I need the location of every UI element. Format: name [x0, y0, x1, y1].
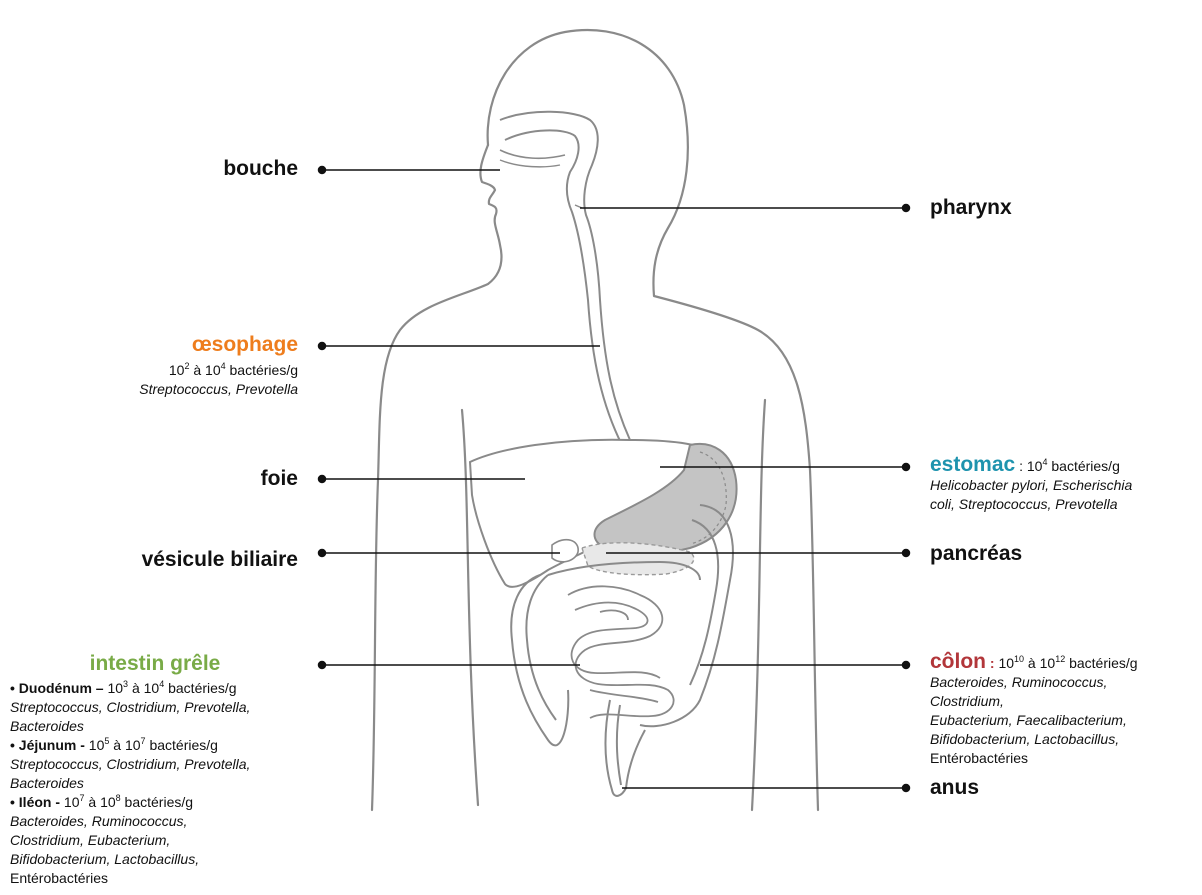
label-estomac-header: estomac : 104 bactéries/g — [930, 455, 1132, 476]
label-colon-header: côlon : 1010 à 1012 bactéries/g — [930, 652, 1138, 673]
label-jejunum-species-1: Streptococcus, Clostridium, Prevotella, — [10, 755, 300, 774]
label-estomac-block: estomac : 104 bactéries/g Helicobacter p… — [930, 455, 1132, 514]
label-duodenum: • Duodénum – 103 à 104 bactéries/g — [10, 679, 300, 698]
label-oesophage-title: œsophage — [139, 333, 298, 357]
label-colon-species-4: Bifidobacterium, Lactobacillus, — [930, 730, 1138, 749]
label-bouche: bouche — [223, 157, 298, 181]
label-jejunum-species-2: Bacteroides — [10, 774, 300, 793]
label-ileon-species-3: Bifidobacterium, Lactobacillus, — [10, 850, 300, 869]
label-intestin-title: intestin grêle — [10, 652, 300, 676]
label-foie: foie — [261, 467, 298, 491]
label-ileon: • Iléon - 107 à 108 bactéries/g — [10, 793, 300, 812]
label-duodenum-species-2: Bacteroides — [10, 717, 300, 736]
body-silhouette — [372, 30, 818, 810]
label-estomac-species-1: Helicobacter pylori, Escherischia — [930, 476, 1132, 495]
label-oesophage-block: œsophage 102 à 104 bactéries/g Streptoco… — [139, 333, 298, 399]
dot-estomac — [903, 464, 910, 471]
label-colon-species-5: Entérobactéries — [930, 749, 1138, 768]
label-colon-species-1: Bacteroides, Ruminococcus, — [930, 673, 1138, 692]
label-colon-title: côlon — [930, 650, 986, 673]
label-ileon-species-1: Bacteroides, Ruminococcus, — [10, 812, 300, 831]
label-estomac-title: estomac — [930, 453, 1015, 476]
label-pharynx: pharynx — [930, 196, 1012, 220]
label-colon-species-2: Clostridium, — [930, 692, 1138, 711]
label-pancreas: pancréas — [930, 542, 1022, 566]
small-intestine-shape — [568, 586, 674, 718]
label-oesophage-count: 102 à 104 bactéries/g — [139, 361, 298, 380]
label-oesophage-species: Streptococcus, Prevotella — [139, 380, 298, 399]
dot-vesicule — [319, 550, 326, 557]
gallbladder-shape — [552, 540, 578, 562]
mouth-pharynx-oesophagus — [500, 112, 630, 445]
dot-anus — [903, 785, 910, 792]
dot-intestin — [319, 662, 326, 669]
label-estomac-species-2: coli, Streptococcus, Prevotella — [930, 495, 1132, 514]
dot-foie — [319, 476, 326, 483]
dot-oesophage — [319, 343, 326, 350]
label-jejunum: • Jéjunum - 105 à 107 bactéries/g — [10, 736, 300, 755]
dot-colon — [903, 662, 910, 669]
label-intestin-block: intestin grêle • Duodénum – 103 à 104 ba… — [10, 652, 300, 888]
label-vesicule: vésicule biliaire — [142, 548, 298, 572]
dot-pancreas — [903, 550, 910, 557]
label-anus: anus — [930, 776, 979, 800]
label-duodenum-species-1: Streptococcus, Clostridium, Prevotella, — [10, 698, 300, 717]
label-ileon-species-4: Entérobactéries — [10, 869, 300, 888]
label-ileon-species-2: Clostridium, Eubacterium, — [10, 831, 300, 850]
label-colon-block: côlon : 1010 à 1012 bactéries/g Bacteroi… — [930, 652, 1138, 768]
dot-bouche — [319, 167, 326, 174]
label-colon-species-3: Eubacterium, Faecalibacterium, — [930, 711, 1138, 730]
dot-pharynx — [903, 205, 910, 212]
